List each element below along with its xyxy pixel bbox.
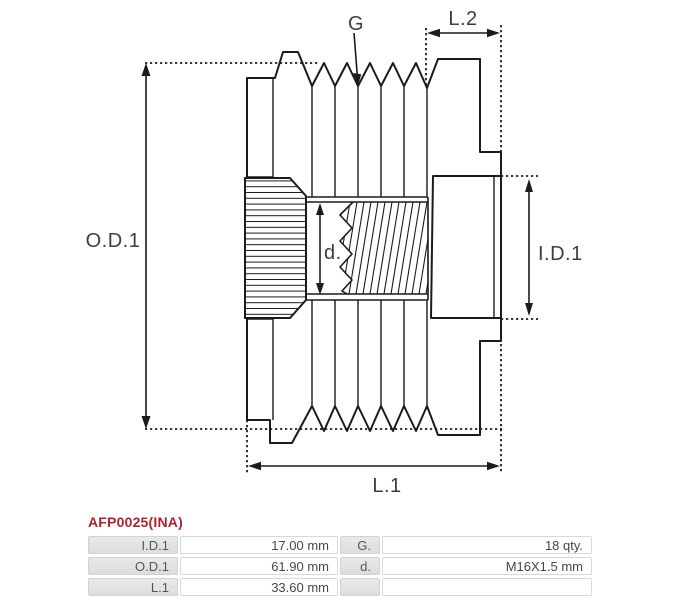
label-g: G bbox=[348, 13, 364, 35]
spec-value-od1: 61.90 mm bbox=[180, 557, 338, 575]
bearing-cap bbox=[430, 175, 502, 319]
dim-l1 bbox=[248, 461, 500, 471]
label-d: d. bbox=[324, 242, 342, 264]
label-l1: L.1 bbox=[372, 475, 401, 497]
dim-id1 bbox=[525, 179, 533, 316]
spec-label-empty bbox=[340, 578, 380, 596]
spec-value-empty bbox=[382, 578, 592, 596]
dimension-lines bbox=[141, 25, 538, 474]
knurled-hub bbox=[244, 177, 307, 319]
pulley-body bbox=[244, 51, 502, 444]
bore-walls bbox=[306, 196, 429, 301]
extension-lines bbox=[145, 25, 538, 474]
label-od1: O.D.1 bbox=[86, 230, 141, 252]
label-l2: L.2 bbox=[448, 8, 477, 30]
spec-value-id1: 17.00 mm bbox=[180, 536, 338, 554]
part-number-title[interactable]: AFP0025(INA) bbox=[88, 514, 183, 530]
spec-value-l1: 33.60 mm bbox=[180, 578, 338, 596]
dim-l2 bbox=[427, 28, 500, 38]
spec-label-id1: I.D.1 bbox=[88, 536, 178, 554]
thread-break-zigzag bbox=[339, 201, 354, 295]
label-id1: I.D.1 bbox=[538, 243, 583, 265]
dim-d bbox=[316, 203, 324, 295]
spec-label-g: G. bbox=[340, 536, 380, 554]
dim-g-leader bbox=[353, 32, 362, 85]
spec-label-od1: O.D.1 bbox=[88, 557, 178, 575]
spec-label-l1: L.1 bbox=[88, 578, 178, 596]
pulley-outline bbox=[246, 51, 502, 444]
pulley-technical-drawing: G L.2 O.D.1 I.D.1 d. L.1 bbox=[86, 8, 583, 497]
spec-value-d: M16X1.5 mm bbox=[382, 557, 592, 575]
dim-od1 bbox=[141, 63, 151, 429]
spec-value-g: 18 qty. bbox=[382, 536, 592, 554]
spec-label-d: d. bbox=[340, 557, 380, 575]
spec-table: I.D.1 17.00 mm G. 18 qty. O.D.1 61.90 mm… bbox=[88, 536, 592, 596]
